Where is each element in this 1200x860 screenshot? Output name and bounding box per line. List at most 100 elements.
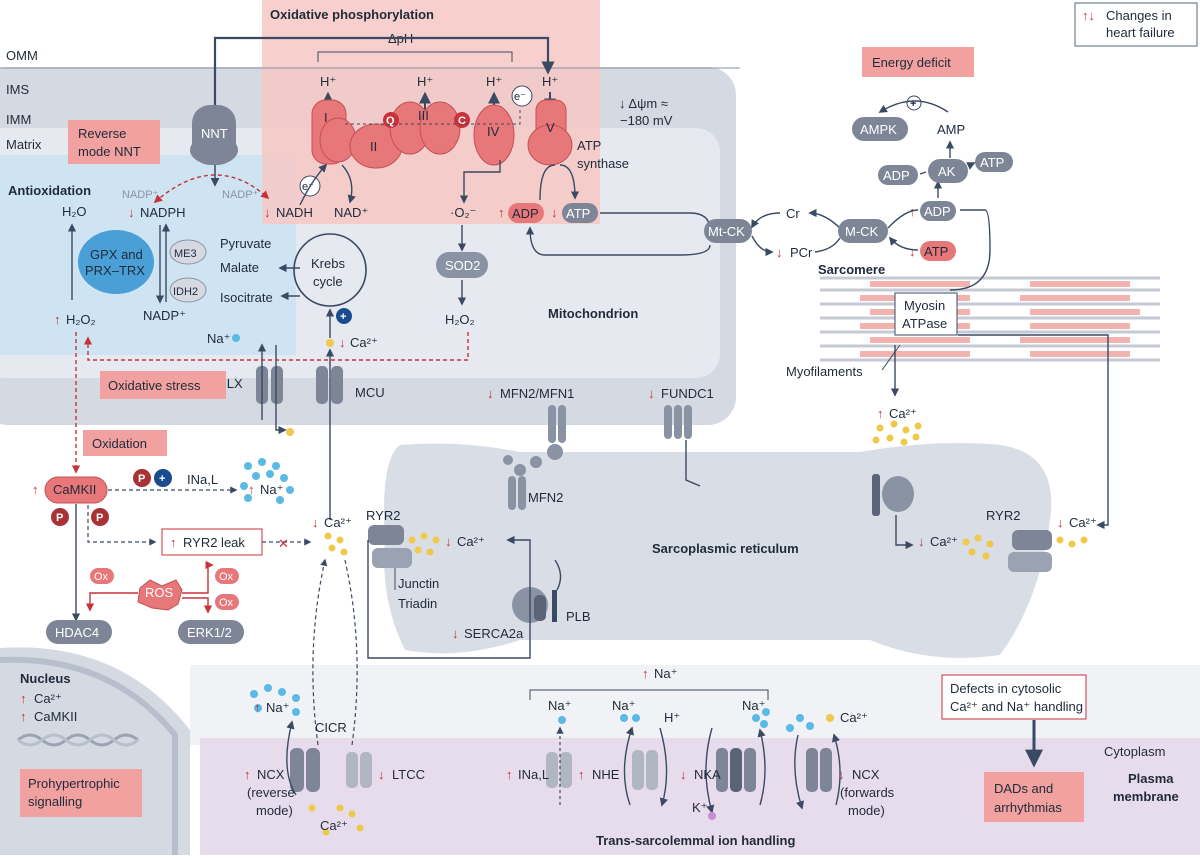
me3-enzyme [169,239,207,265]
ak-label: AK [938,164,956,179]
dads-label-2: arrhythmias [994,800,1062,815]
h-plus-4: H⁺ [486,74,502,89]
ox-badge-2 [215,568,239,584]
adp-sarc-label: ADP [924,204,951,219]
na-mito-label: Na⁺ [207,331,230,346]
legend-arrows: ↑↓ [1082,8,1095,23]
nuc-camkii-arrow: ↑ [20,709,27,724]
camkii-arrow: ↑ [32,482,39,497]
ltcc-arrow: ↓ [378,767,385,782]
krebs-label-2: cycle [313,274,343,289]
ca-ion-ncx-fwd [826,714,834,722]
energy-deficit-box [862,47,974,77]
electron-ims [511,85,533,107]
serca-label: SERCA2a [464,626,524,641]
plus-badge-ampk [906,95,922,111]
nadp-plus-gray-left: NADP⁺ [122,189,159,201]
p-2-label: P [56,512,63,524]
complex-i-label: I [324,110,328,125]
electron-ims-label: e⁻ [514,91,526,103]
ca-ions-sr-right [962,534,1088,560]
nadph-label: NADPH [140,205,186,220]
gpx-label: GPX and [90,247,143,262]
na-ions-nhe [620,714,640,722]
na-cytosol-arrow: ↑ [248,482,255,497]
gpx-prx-enzyme [78,230,154,294]
ca-ion-nclx [286,428,294,436]
fundc1-arrow: ↓ [648,386,655,401]
h2o2-arrow: ↑ [54,312,61,327]
dads-box [984,772,1084,822]
na-top-arrow: ↑ [642,666,649,681]
ca-extra-label: Ca²⁺ [320,818,348,833]
mfn-arrow: ↓ [487,386,494,401]
nadh-label: NADH [276,205,313,220]
nuc-ca-arrow: ↑ [20,691,27,706]
nka-label: NKA [694,767,721,782]
defects-label-1: Defects in cytosolic [950,681,1062,696]
atp-pill-matrix [562,203,598,223]
ncx-fwd-label-3: mode) [848,803,885,818]
mt-ck-enzyme [704,219,752,243]
ltcc-label: LTCC [392,767,425,782]
complex-iv: IV [473,104,515,166]
ox-2-label: Ox [219,571,234,583]
nnt-transporter: NNT [190,105,238,165]
k-ion [708,812,716,820]
antioxidation-label: Antioxidation [8,183,91,198]
defects-box [941,674,1087,720]
ca-sr-left-label: Ca²⁺ [457,534,485,549]
ca-sr-right-label: Ca²⁺ [1069,515,1097,530]
cicr-label: CICR [315,720,347,735]
delta-psi-label: ↓ Δψm ≈ [619,96,668,111]
ims-label: IMS [6,82,29,97]
q-label: Q [386,115,395,127]
h2o-label: H₂O [62,204,87,219]
prohypertrophic-2: signalling [28,794,82,809]
m-ck-enzyme [838,219,888,243]
adp-pill-matrix [508,203,544,223]
ncx-forward-transporter [806,748,832,792]
reverse-nnt-1: Reverse [78,126,126,141]
ryr2-leak-label: RYR2 leak [183,535,245,550]
krebs-cycle [293,233,367,307]
inal-channel [546,752,572,788]
sr-label: Sarcoplasmic reticulum [652,541,799,556]
adp-matrix-label: ADP [512,206,539,221]
ryr2-right-channel [1008,530,1052,572]
idh2-label: IDH2 [173,286,198,298]
ca-cyto-arrow: ↓ [312,515,319,530]
nhe-arrow: ↑ [578,767,585,782]
nadph-arrow: ↓ [128,205,135,220]
plasma-membrane-label-1: Plasma [1128,771,1174,786]
atp-synthase-label-1: ATP [577,138,601,153]
inal-label: INa,L [518,767,549,782]
reverse-nnt-2: mode NNT [78,144,141,159]
nadh-arrow: ↓ [264,205,271,220]
nucleus-label: Nucleus [20,671,71,686]
ca-sr-mid-arrow: ↓ [918,534,925,549]
malate-label: Malate [220,260,259,275]
nuc-camkii-label: CaMKII [34,709,77,724]
na-ion-mito [232,334,240,342]
mcu-label: MCU [355,385,385,400]
legend-box: ↑↓ Changes in heart failure [1074,2,1198,47]
trans-sarcolemmal-label: Trans-sarcolemmal ion handling [596,833,795,848]
sod2-label: SOD2 [445,258,480,273]
ca-sr-right-arrow: ↓ [1057,515,1064,530]
na-nka-label: Na⁺ [742,698,765,713]
hdac4-label: HDAC4 [55,625,99,640]
ryr2-right-label: RYR2 [986,508,1020,523]
ca-mito-label: Ca²⁺ [350,335,378,350]
ros-burst [137,579,183,611]
c-label: C [458,115,466,127]
block-x-icon: ✕ [278,536,289,551]
ryr2-leak-box [161,528,263,556]
plus-ampk-label: + [910,98,916,110]
prohypertrophic-1: Prohypertrophic [28,776,120,791]
dna-helix [17,733,139,747]
atp-pill-sarcomere [920,241,956,261]
adp-pill-ak [878,165,918,185]
ak-enzyme [928,159,968,183]
